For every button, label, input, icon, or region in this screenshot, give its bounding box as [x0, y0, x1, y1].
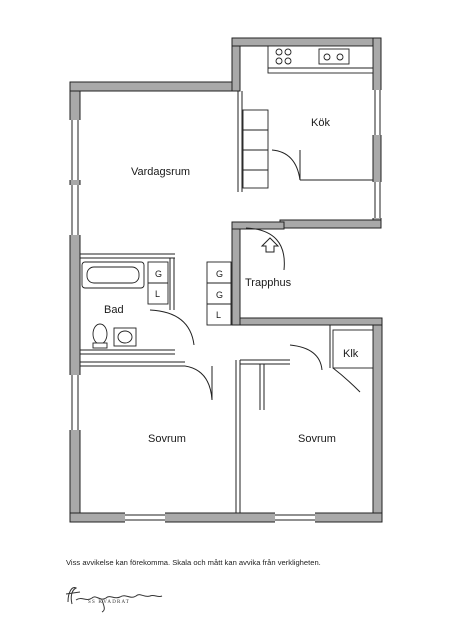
- outer-walls: [69, 37, 383, 523]
- disclaimer-text: Viss avvikelse kan förekomma. Skala och …: [66, 558, 321, 567]
- closet-label-bad-l: L: [155, 289, 160, 299]
- room-label-vardagsrum: Vardagsrum: [131, 166, 190, 178]
- room-label-trapphus: Trapphus: [245, 277, 292, 289]
- room-label-bad: Bad: [104, 304, 124, 316]
- closet-label-hall-g1: G: [216, 269, 223, 279]
- brand-logo-icon: [65, 587, 163, 613]
- room-label-sovrum-2: Sovrum: [298, 433, 336, 445]
- brand-subtitle: SS KVADRAT: [88, 600, 131, 605]
- windows: [69, 90, 383, 523]
- room-label-kok: Kök: [311, 117, 330, 129]
- room-label-sovrum-1: Sovrum: [148, 433, 186, 445]
- closet-label-hall-g2: G: [216, 290, 223, 300]
- room-label-klk: Klk: [343, 348, 359, 360]
- closet-label-bad-g: G: [155, 269, 162, 279]
- closet-label-hall-l: L: [216, 310, 221, 320]
- kitchen-appliances: [275, 48, 350, 65]
